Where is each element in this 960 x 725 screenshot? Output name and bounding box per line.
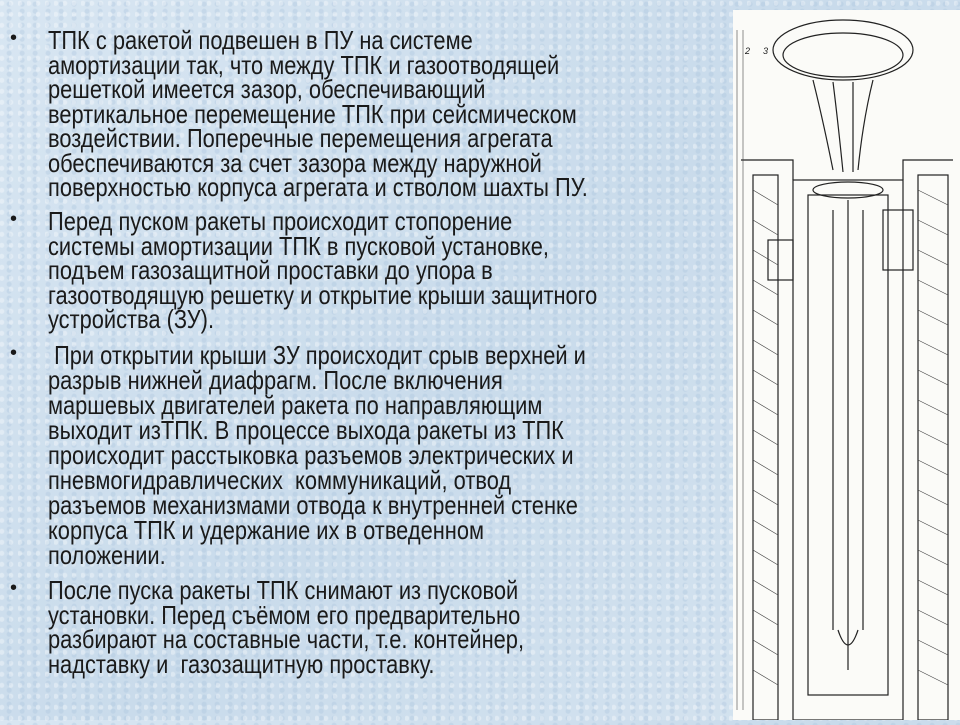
bullet-marker: • <box>10 27 18 49</box>
bullet-text-line: ТПК с ракетой подвешен в ПУ на системе <box>48 25 473 55</box>
bullet-text-line: пневмогидравлических коммуникаций, отвод <box>48 465 512 495</box>
bullet-text-line: Перед пуском ракеты происходит стопорени… <box>48 206 513 236</box>
bullet-marker: • <box>10 342 18 364</box>
figure-callout: 3 <box>763 46 769 56</box>
bullet-text-line: разъемов механизмами отвода к внутренней… <box>48 490 578 520</box>
bullet-marker: • <box>10 577 18 599</box>
bullet-text-line: газоотводящую решетку и открытие крыши з… <box>48 279 598 310</box>
bullet-text-line: положении. <box>48 540 166 570</box>
silo-launcher-drawing: 2 3 <box>733 10 960 721</box>
bullet-text-line: амортизации так, что между ТПК и газоотв… <box>48 49 560 80</box>
bullet-text-line: происходит расстыковка разъемов электрич… <box>48 440 574 470</box>
bullet-text-line: При открытии крыши ЗУ происходит срыв ве… <box>48 340 586 370</box>
bullet-text-line: поверхностью корпуса агрегата и стволом … <box>48 172 588 202</box>
bullet-text-line: корпуса ТПК и удержание их в отведенном <box>48 515 485 545</box>
bullet-text-line: После пуска ракеты ТПК снимают из пусков… <box>48 575 519 605</box>
bullet-text-line: вертикальное перемещение ТПК при сейсмич… <box>48 98 577 129</box>
figure-callout: 2 <box>745 46 751 56</box>
bullet-text-line: обеспечиваются за счет зазора между нару… <box>48 147 542 178</box>
bullet-text-line: системы амортизации ТПК в пусковой устан… <box>48 230 550 261</box>
bullet-text-line: устройства (ЗУ). <box>48 304 215 334</box>
bullet-text-line: установки. Перед съёмом его предваритель… <box>48 599 521 630</box>
bullet-text-line: разбирают на составные части, т.е. конте… <box>48 624 525 655</box>
bullet-text-line: подъем газозащитной проставки до упора в <box>48 255 493 285</box>
bullet-text-line: маршевых двигателей ракета по направляющ… <box>48 390 543 420</box>
bullet-text-line: разрыв нижней диафрагм. После включения <box>48 365 503 395</box>
bullet-text-line: надставку и газозащитную проставку. <box>48 649 435 680</box>
bullet-text-line: воздействии. Поперечные перемещения агре… <box>48 123 553 153</box>
bullet-marker: • <box>10 208 18 230</box>
silo-cross-section-icon <box>736 19 953 721</box>
bullet-text-line: решеткой имеется зазор, обеспечивающий <box>48 74 486 104</box>
bullet-text-line: выходит изТПК. В процессе выхода ракеты … <box>48 415 564 445</box>
